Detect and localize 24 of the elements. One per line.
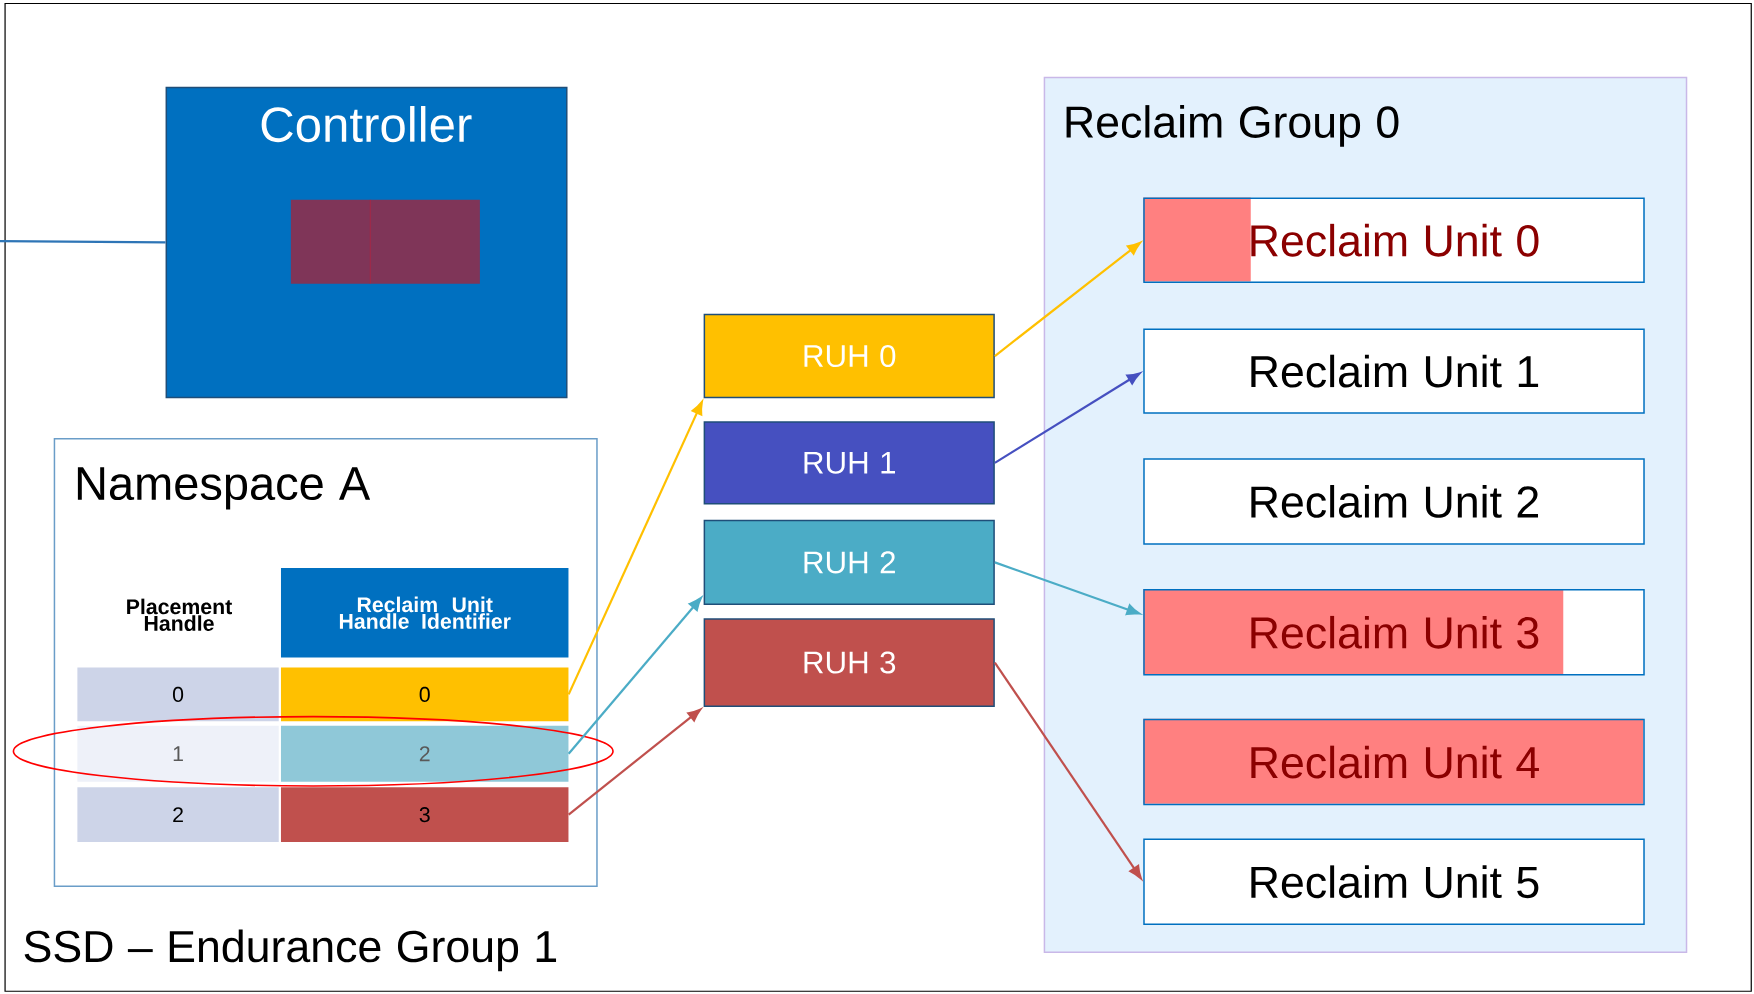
handle-box: RUH 0 bbox=[703, 313, 995, 399]
table-cell: 0 bbox=[77, 667, 279, 722]
arrow bbox=[568, 708, 702, 816]
table-header-cell: Reclaim Unit Handle Identifier bbox=[281, 568, 569, 658]
reclaim-unit-box: Reclaim Unit 2 bbox=[1143, 458, 1645, 545]
column-header: Placement Handle bbox=[127, 598, 232, 631]
table-cell: 0 bbox=[281, 667, 569, 722]
arrow bbox=[993, 661, 1142, 880]
connector-line bbox=[0, 240, 166, 244]
reclaim-unit-box: Reclaim Unit 5 bbox=[1143, 838, 1645, 926]
handle-box: RUH 2 bbox=[703, 519, 995, 606]
reclaim-unit-box: Reclaim Unit 3 bbox=[1143, 589, 1645, 676]
table-cell: 3 bbox=[281, 787, 569, 843]
handle-box: RUH 3 bbox=[703, 618, 995, 707]
arrow bbox=[994, 372, 1141, 464]
arrow bbox=[994, 561, 1141, 616]
arrow bbox=[994, 241, 1141, 357]
reclaim-unit-box: Reclaim Unit 1 bbox=[1143, 328, 1645, 414]
reclaim-unit-box: Reclaim Unit 4 bbox=[1143, 718, 1645, 806]
table-cell: 2 bbox=[77, 787, 279, 843]
reclaim-unit-box: Reclaim Unit 0 bbox=[1143, 197, 1645, 283]
table-cell: 2 bbox=[281, 725, 569, 782]
table-cell: 1 bbox=[77, 725, 279, 782]
handle-box: RUH 1 bbox=[703, 421, 995, 505]
